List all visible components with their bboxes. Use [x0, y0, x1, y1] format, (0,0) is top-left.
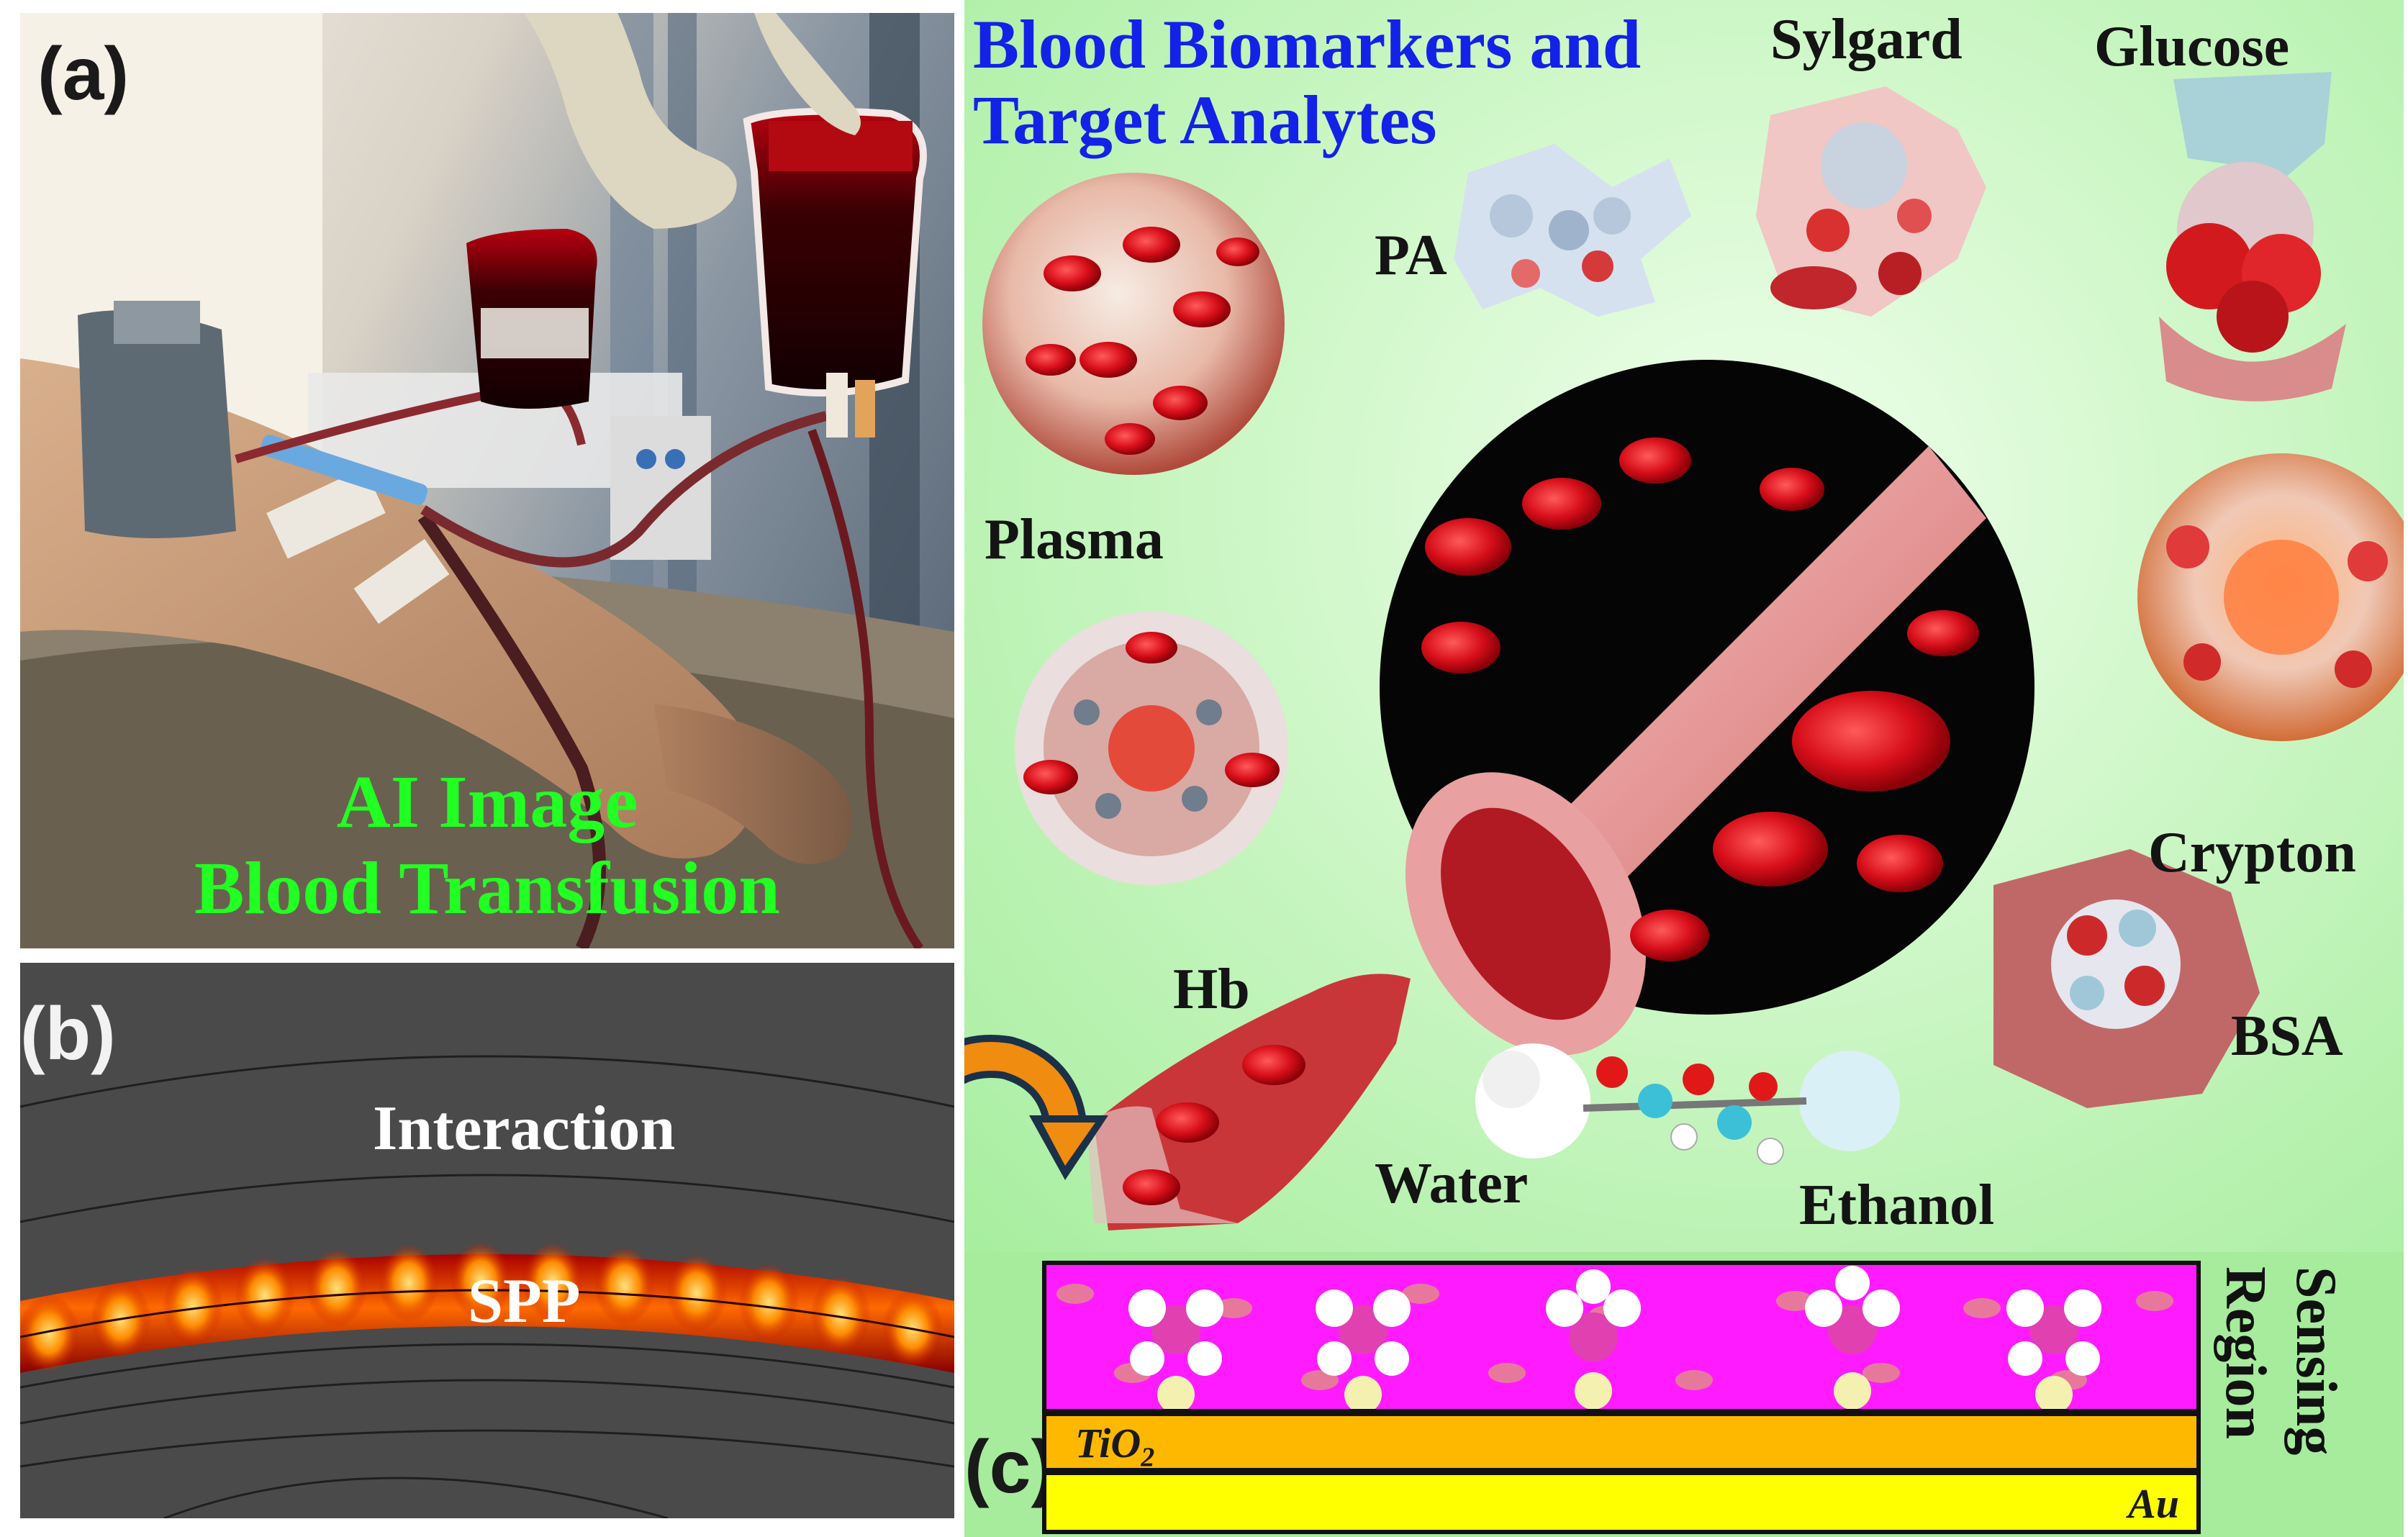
sensing-region-layer: [1042, 1261, 2201, 1413]
sensing-label-line1: Sensing: [2284, 1266, 2348, 1456]
label-pa: PA: [1375, 224, 1447, 287]
bsa-illustration: [1993, 849, 2260, 1108]
glucose-illustration: [2159, 72, 2346, 402]
iv-tube-1: [417, 512, 606, 948]
water-ethanol-molecules: [1475, 1043, 1900, 1165]
crypton-illustration: [2137, 453, 2404, 741]
pa-illustration: [1454, 144, 1691, 317]
sylgard-illustration: [1756, 86, 1986, 317]
tio2-label: TiO2: [1075, 1420, 1155, 1473]
panel-a-caption-line2: Blood Transfusion: [194, 847, 781, 930]
label-sylgard: Sylgard: [1770, 8, 1963, 71]
panel-c-sensor-structure: (c): [964, 1252, 2404, 1537]
blood-vessel-circle: [1380, 360, 2034, 1056]
spp-field-plot: [20, 963, 954, 1518]
iv-tube-2: [420, 411, 828, 568]
spp-hotspots: [20, 1241, 943, 1373]
label-crypton: Crypton: [2148, 821, 2356, 884]
ethanol-molecules-array: [1056, 1266, 2173, 1409]
label-bsa: BSA: [2231, 1005, 2343, 1068]
iv-catheter: [260, 435, 428, 505]
label-water: Water: [1375, 1152, 1529, 1215]
panel-b-label: (b): [20, 992, 116, 1076]
label-hb: Hb: [1173, 958, 1250, 1021]
tio2-layer: TiO2: [1042, 1412, 2201, 1473]
trailing-vessel: [1094, 974, 1411, 1230]
medical-tape: [266, 467, 386, 559]
panel-a-image: (a) AI Image Blood Transfusion: [20, 13, 954, 948]
panel-c-label: (c): [964, 1425, 1056, 1509]
interaction-label: Interaction: [373, 1094, 676, 1164]
panel-b-spp-field: (b) Interaction SPP: [20, 963, 954, 1518]
gloved-hand: [524, 13, 737, 229]
plasma-illustration: [982, 173, 1285, 475]
blood-transfusion-illustration: [20, 13, 954, 948]
panel-a-caption-line1: AI Image: [336, 761, 638, 843]
hb-illustration: [1015, 612, 1288, 885]
title-line1: Blood Biomarkers and: [973, 6, 1642, 83]
label-ethanol: Ethanol: [1799, 1174, 1995, 1237]
label-plasma: Plasma: [985, 508, 1164, 571]
patient-hand: [653, 704, 852, 864]
panel-a-label: (a): [37, 32, 130, 116]
spp-label: SPP: [468, 1266, 581, 1336]
au-layer: Au: [1042, 1471, 2201, 1534]
biomarker-illustrations: [964, 72, 2404, 1230]
outer-boundary-arc: [20, 1055, 954, 1108]
title-line2: Target Analytes: [973, 81, 1437, 158]
au-label: Au: [2128, 1480, 2179, 1527]
biomarkers-panel: Blood Biomarkers and Target Analytes Syl…: [964, 0, 2404, 1252]
label-glucose: Glucose: [2094, 15, 2290, 78]
blood-bag-large: [743, 107, 927, 396]
curved-arrow-icon: [964, 1035, 1108, 1180]
pressure-cuff: [78, 310, 236, 538]
sensing-label-line2: Region: [2214, 1266, 2277, 1439]
